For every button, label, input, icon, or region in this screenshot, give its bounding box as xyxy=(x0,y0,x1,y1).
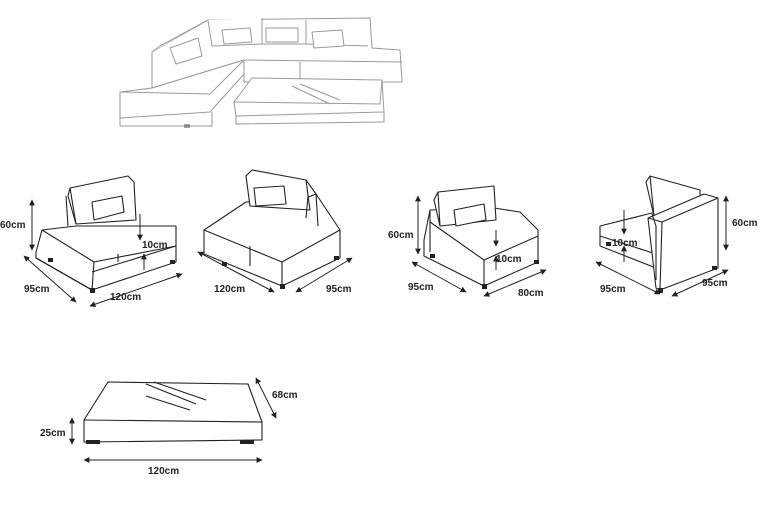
chaise-depth-label: 95cm xyxy=(326,284,352,295)
module-chaise: 120cm 95cm xyxy=(197,169,353,295)
module-corner-right: 60cm 10cm 95cm 95cm xyxy=(595,175,758,297)
armless-seat-label: 10cm xyxy=(496,254,522,265)
corner-left-seat-label: 10cm xyxy=(142,240,168,251)
table-width-label: 120cm xyxy=(148,466,179,477)
table-depth-label: 68cm xyxy=(272,390,298,401)
armless-depth-label: 95cm xyxy=(408,282,434,293)
corner-left-width-label: 120cm xyxy=(110,292,141,303)
corner-right-seat-label: 10cm xyxy=(612,238,638,249)
armless-height-label: 60cm xyxy=(388,230,414,241)
coffee-table: 25cm 68cm 120cm xyxy=(40,377,298,477)
module-armless: 60cm 10cm 95cm 80cm xyxy=(388,185,547,299)
corner-left-height-label: 60cm xyxy=(0,220,26,231)
corner-right-height-label: 60cm xyxy=(732,218,758,229)
armless-width-label: 80cm xyxy=(518,288,544,299)
module-corner-left: 60cm 10cm 95cm 120cm xyxy=(0,175,183,308)
corner-right-depth-label: 95cm xyxy=(600,284,626,295)
chaise-width-label: 120cm xyxy=(214,284,245,295)
sectional-overview xyxy=(119,17,403,128)
corner-left-depth-label: 95cm xyxy=(24,284,50,295)
corner-right-width-label: 95cm xyxy=(702,278,728,289)
table-height-label: 25cm xyxy=(40,428,66,439)
